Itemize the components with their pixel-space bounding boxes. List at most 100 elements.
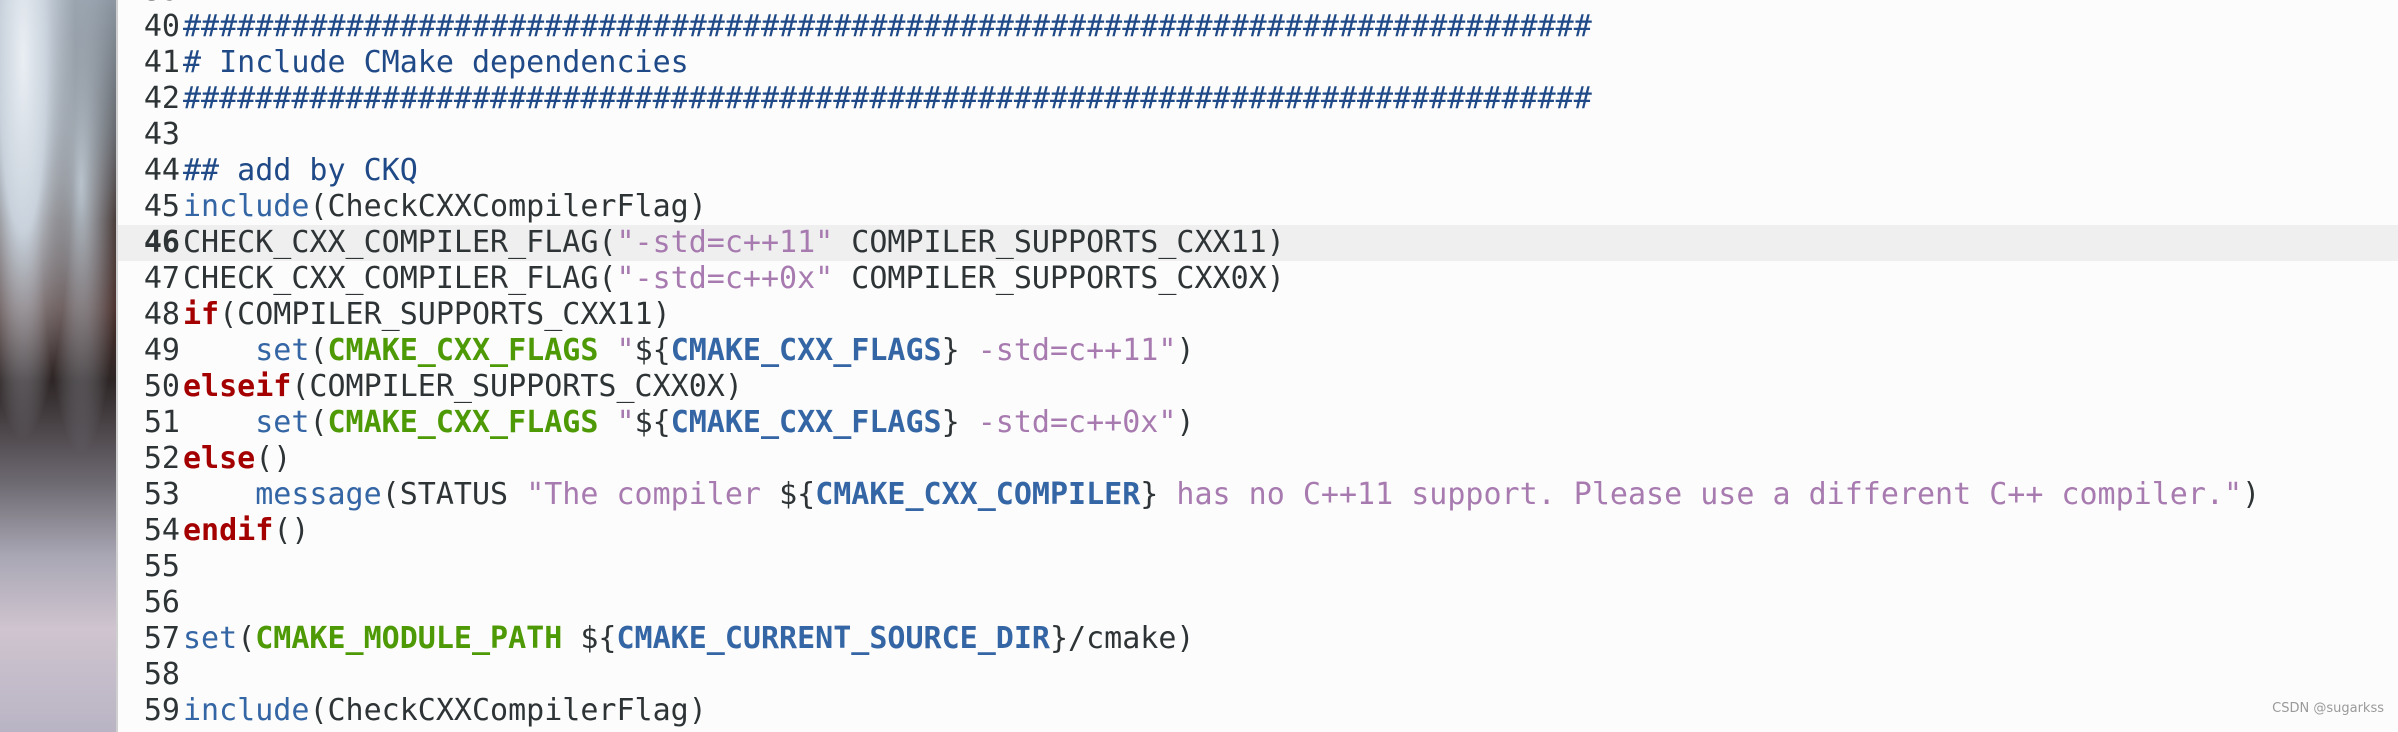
code-token-comment: ########################################…: [183, 81, 1592, 116]
desktop-wallpaper: [0, 0, 116, 732]
code-line-43[interactable]: 43: [118, 117, 2398, 153]
line-text[interactable]: message(STATUS "The compiler ${CMAKE_CXX…: [180, 477, 2260, 513]
code-line-58[interactable]: 58: [118, 657, 2398, 693]
code-line-42[interactable]: 42######################################…: [118, 81, 2398, 117]
line-text[interactable]: ########################################…: [180, 81, 1592, 117]
code-line-49[interactable]: 49 set(CMAKE_CXX_FLAGS "${CMAKE_CXX_FLAG…: [118, 333, 2398, 369]
code-token-plain: ${: [634, 333, 671, 368]
code-token-ref: CMAKE_CURRENT_SOURCE_DIR: [616, 621, 1050, 656]
line-number: 39: [118, 0, 180, 9]
code-view[interactable]: 3940####################################…: [118, 0, 2398, 729]
line-text[interactable]: ## add by CKQ: [180, 153, 418, 189]
code-line-56[interactable]: 56: [118, 585, 2398, 621]
code-token-comment: ## add by CKQ: [183, 153, 418, 188]
line-text[interactable]: include(CheckCXXCompilerFlag): [180, 693, 707, 729]
code-token-cmd: include: [183, 189, 310, 224]
line-number: 44: [143, 153, 180, 188]
code-token-plain: (CheckCXXCompilerFlag): [309, 693, 707, 728]
code-token-plain: [598, 333, 616, 368]
line-number: 40: [143, 9, 180, 44]
code-line-40[interactable]: 40######################################…: [118, 9, 2398, 45]
line-text[interactable]: set(CMAKE_CXX_FLAGS "${CMAKE_CXX_FLAGS} …: [180, 405, 1194, 441]
line-text[interactable]: ########################################…: [180, 9, 1592, 45]
code-token-plain: (: [237, 621, 256, 656]
code-token-str: -std=c++0x": [959, 405, 1177, 440]
code-token-plain: (COMPILER_SUPPORTS_CXX0X): [291, 369, 743, 404]
line-number: 52: [143, 441, 180, 476]
code-token-plain: COMPILER_SUPPORTS_CXX11): [833, 225, 1285, 260]
code-line-41[interactable]: 41# Include CMake dependencies: [118, 45, 2398, 81]
code-token-cmd: set: [255, 405, 310, 440]
code-token-plain: (): [273, 513, 310, 548]
line-text[interactable]: CHECK_CXX_COMPILER_FLAG("-std=c++0x" COM…: [180, 261, 1285, 297]
code-token-cmd: message: [255, 477, 382, 512]
code-line-44[interactable]: 44## add by CKQ: [118, 153, 2398, 189]
line-text[interactable]: include(CheckCXXCompilerFlag): [180, 189, 707, 225]
code-token-plain: (): [255, 441, 292, 476]
code-token-cmd: set: [255, 333, 310, 368]
code-token-plain: }: [1140, 477, 1159, 512]
line-number: 59: [143, 693, 180, 728]
code-token-cmd: include: [183, 693, 310, 728]
code-token-str: ": [616, 405, 635, 440]
code-line-39[interactable]: 39: [118, 0, 2398, 9]
code-token-plain: CHECK_CXX_COMPILER_FLAG(: [183, 225, 617, 260]
line-number: 45: [143, 189, 180, 224]
code-token-str: ": [616, 333, 635, 368]
code-line-55[interactable]: 55: [118, 549, 2398, 585]
line-text[interactable]: CHECK_CXX_COMPILER_FLAG("-std=c++11" COM…: [180, 225, 1285, 261]
line-number: 54: [143, 513, 180, 548]
code-line-53[interactable]: 53 message(STATUS "The compiler ${CMAKE_…: [118, 477, 2398, 513]
code-token-plain: (COMPILER_SUPPORTS_CXX11): [219, 297, 671, 332]
code-token-plain: }/cmake): [1049, 621, 1195, 656]
code-token-plain: [183, 333, 255, 368]
line-text[interactable]: else(): [180, 441, 291, 477]
code-token-plain: ${: [779, 477, 816, 512]
code-token-ref: CMAKE_CXX_FLAGS: [670, 405, 942, 440]
code-token-str: -std=c++11": [959, 333, 1177, 368]
line-text[interactable]: endif(): [180, 513, 309, 549]
code-token-kw: else: [183, 441, 256, 476]
code-token-comment: ########################################…: [183, 9, 1592, 44]
code-token-str: "-std=c++0x": [616, 261, 834, 296]
line-number: 53: [143, 477, 180, 512]
line-number: 56: [143, 585, 180, 620]
line-number: 48: [143, 297, 180, 332]
code-token-plain: }: [941, 333, 960, 368]
code-token-plain: [598, 405, 616, 440]
line-text[interactable]: # Include CMake dependencies: [180, 45, 689, 81]
text-editor[interactable]: 3940####################################…: [116, 0, 2398, 732]
code-token-plain: (: [309, 405, 328, 440]
code-token-plain: [183, 477, 255, 512]
code-token-comment: # Include CMake dependencies: [183, 45, 689, 80]
line-number: 43: [143, 117, 180, 152]
line-text[interactable]: elseif(COMPILER_SUPPORTS_CXX0X): [180, 369, 743, 405]
line-text[interactable]: set(CMAKE_MODULE_PATH ${CMAKE_CURRENT_SO…: [180, 621, 1194, 657]
code-token-plain: ): [2242, 477, 2261, 512]
code-token-var: CMAKE_CXX_FLAGS: [327, 333, 599, 368]
code-token-var: CMAKE_MODULE_PATH: [255, 621, 563, 656]
code-token-plain: }: [941, 405, 960, 440]
code-token-kw: endif: [183, 513, 274, 548]
code-token-plain: ${: [562, 621, 617, 656]
line-text[interactable]: if(COMPILER_SUPPORTS_CXX11): [180, 297, 671, 333]
code-line-51[interactable]: 51 set(CMAKE_CXX_FLAGS "${CMAKE_CXX_FLAG…: [118, 405, 2398, 441]
code-token-plain: [183, 405, 255, 440]
line-number: 50: [143, 369, 180, 404]
line-number: 57: [143, 621, 180, 656]
code-token-plain: (CheckCXXCompilerFlag): [309, 189, 707, 224]
code-token-kw: elseif: [183, 369, 292, 404]
line-text[interactable]: set(CMAKE_CXX_FLAGS "${CMAKE_CXX_FLAGS} …: [180, 333, 1194, 369]
code-token-kw: if: [183, 297, 220, 332]
code-token-str: "-std=c++11": [616, 225, 834, 260]
